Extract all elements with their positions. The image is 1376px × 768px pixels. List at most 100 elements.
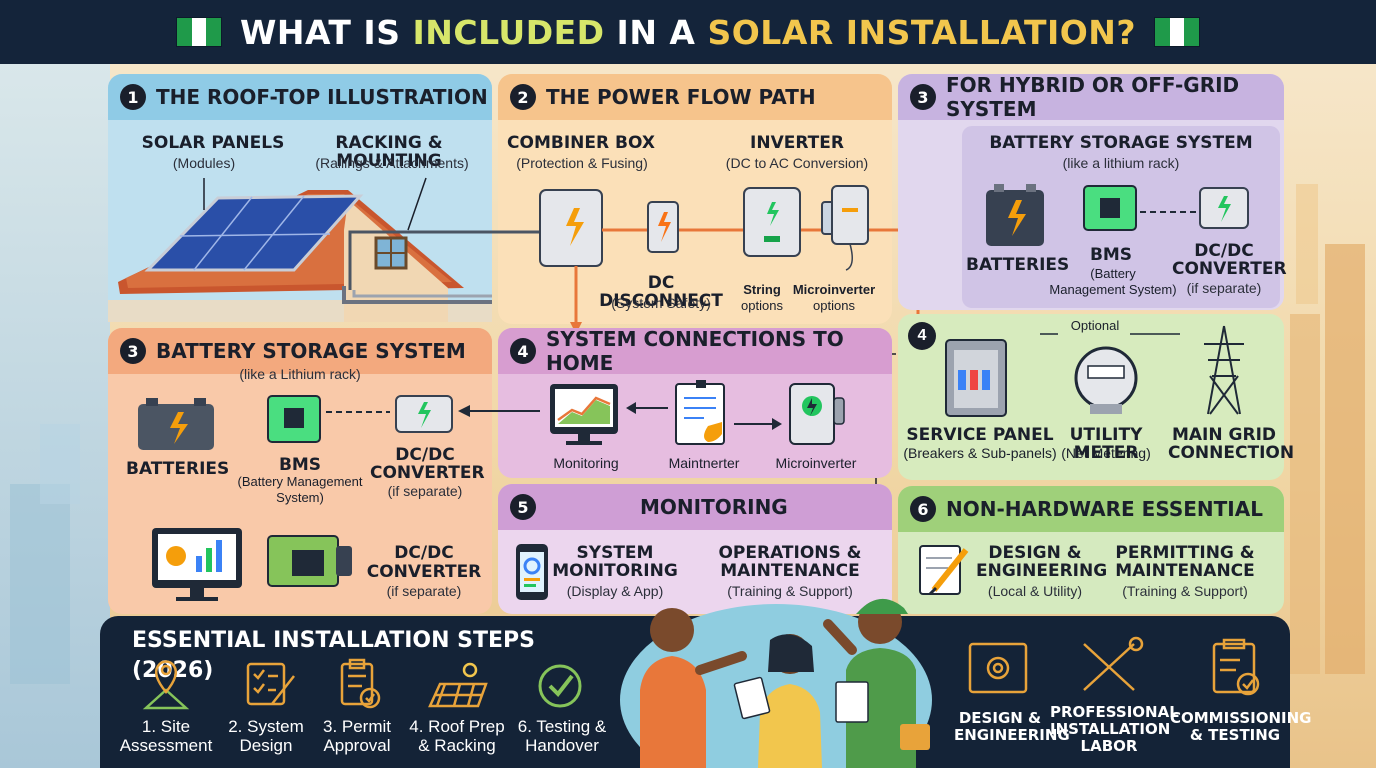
step-line-1: 6. Testing & [517,717,607,736]
steps-title: ESSENTIAL INSTALLATION STEPS (2026) [132,628,536,683]
battery-system-sublabel: (like a lithium rack) [1062,155,1180,171]
dcdc-sublabel: (if separate) [387,483,463,499]
dcdc-label-2: CONVERTER [1172,259,1287,279]
title-part-4: SOLAR INSTALLATION? [707,12,1137,52]
step-1: 1. Site Assessment [116,717,216,755]
step-2: 2. System Design [220,717,312,755]
microinverter-label: Microinverter [775,455,857,471]
header-bar [0,0,1376,64]
permitting-label-1: PERMITTING & [1115,543,1255,563]
dcdc-label-1: DC/DC [1194,241,1254,261]
design-label-1: DESIGN & [988,543,1082,563]
title-part-3: IN A [604,12,708,52]
panel-header: 2 THE POWER FLOW PATH [498,74,892,120]
page-title: WHAT IS INCLUDED IN A SOLAR INSTALLATION… [0,0,1376,64]
permitting-sublabel: (Training & Support) [1122,583,1248,599]
panel-number: 2 [510,84,536,110]
service-panel-label: SERVICE PANEL [906,425,1054,445]
step-6: 6. Testing & Handover [512,717,612,755]
combiner-box-label: COMBINER BOX [507,133,655,153]
nigeria-flag-icon [175,17,222,47]
panel-monitoring: 5 MONITORING [498,484,892,614]
panel-number: 4 [510,338,536,364]
step-line-1: 4. Roof Prep [409,717,505,736]
string-options-label: String [743,282,781,297]
panel-title: NON-HARDWARE ESSENTIAL [946,497,1263,521]
step-line-1: PROFESSIONAL [1050,703,1179,721]
panel-title: SYSTEM CONNECTIONS TO HOME [546,328,844,375]
racking-sublabel: (Railings & Attachments) [315,155,469,171]
step-line-1: COMMISSIONING [1170,709,1312,727]
operations-label-1: OPERATIONS & [718,543,862,563]
permitting-label-2: MAINTENANCE [1115,561,1255,581]
system-monitoring-label-1: SYSTEM [576,543,654,563]
step-line-2: ENGINEERING [954,726,1070,744]
design-label-2: ENGINEERING [976,561,1108,581]
microinverter-options-label: Microinverter [792,282,876,297]
panel-number: 4 [908,322,936,350]
solar-panels-sublabel: (Modules) [172,155,236,171]
step-line-2: INSTALLATION [1050,720,1171,738]
panel-title: THE POWER FLOW PATH [546,85,816,109]
main-grid-label-2: CONNECTION [1168,443,1295,463]
title-part-1: WHAT IS [239,12,413,52]
system-monitoring-label-2: MONITORING [552,561,678,581]
step-line-2: Handover [525,736,599,755]
bms-label: BMS [278,455,322,475]
step-line-2: Approval [323,736,391,755]
step-line-2: & Racking [418,736,496,755]
panel-number: 1 [120,84,146,110]
step-4: 4. Roof Prep & Racking [402,717,512,755]
dcdc-label-1: DC/DC [395,445,455,465]
panel-header: 4 SYSTEM CONNECTIONS TO HOME [498,328,892,375]
solar-panels-label: SOLAR PANELS [141,133,285,153]
panel-header: 6 NON-HARDWARE ESSENTIAL [898,486,1284,532]
inverter-sublabel: (DC to AC Conversion) [725,155,869,171]
service-panel-sublabel: (Breakers & Sub-panels) [903,445,1057,461]
panel-non-hardware: 6 NON-HARDWARE ESSENTIAL [898,486,1284,614]
bms-sublabel-1: (Battery Management [237,474,363,489]
utility-meter-label: UTILITY METER [1069,425,1143,463]
panel-number: 3 [120,338,146,364]
panel-title: FOR HYBRID OR OFF-GRID SYSTEM [946,74,1240,121]
step-line-2: Assessment [119,736,213,755]
step-line-3: LABOR [1080,737,1138,755]
operations-sublabel: (Training & Support) [727,583,853,599]
maintenance-label: Maintnerter [668,455,740,471]
commissioning-step: COMMISSIONING & TESTING [1170,709,1312,744]
step-3: 3. Permit Approval [316,717,398,755]
step-line-2: & TESTING [1189,726,1281,744]
step-line-1: 1. Site [141,717,191,736]
dcdc2-label-1: DC/DC [394,543,454,563]
operations-label-2: MAINTENANCE [720,561,860,581]
bms-sublabel-2: Management System) [1049,282,1177,297]
string-options-sublabel: options [741,298,783,313]
panel-title: BATTERY STORAGE SYSTEM [156,339,466,363]
step-line-2: Design [239,736,293,755]
rooftop-house-illustration [108,177,492,322]
step-line-1: 2. System [228,717,304,736]
main-grid-label-1: MAIN GRID [1171,425,1277,445]
battery-system-label: BATTERY STORAGE SYSTEM [989,133,1253,153]
optional-label: Optional [1070,318,1120,333]
panel-title: THE ROOF-TOP ILLUSTRATION [156,85,488,109]
panel-number: 3 [910,84,936,110]
design-sublabel: (Local & Utility) [987,583,1083,599]
panel-title: MONITORING [640,495,788,519]
bms-sublabel-2: System) [276,490,324,505]
nigeria-flag-icon [1154,17,1201,47]
step-line-1: DESIGN & [958,709,1042,727]
panel-header: 5 MONITORING [498,484,892,530]
dc-disconnect-sublabel: (System Safety) [611,295,711,311]
bms-sublabel-1: (Battery [1090,266,1136,281]
combiner-box-sublabel: (Protection & Fusing) [516,155,648,171]
monitoring-label: Monitoring [553,455,619,471]
panel-number: 5 [510,494,536,520]
panel-header: 3 BATTERY STORAGE SYSTEM [108,328,492,374]
